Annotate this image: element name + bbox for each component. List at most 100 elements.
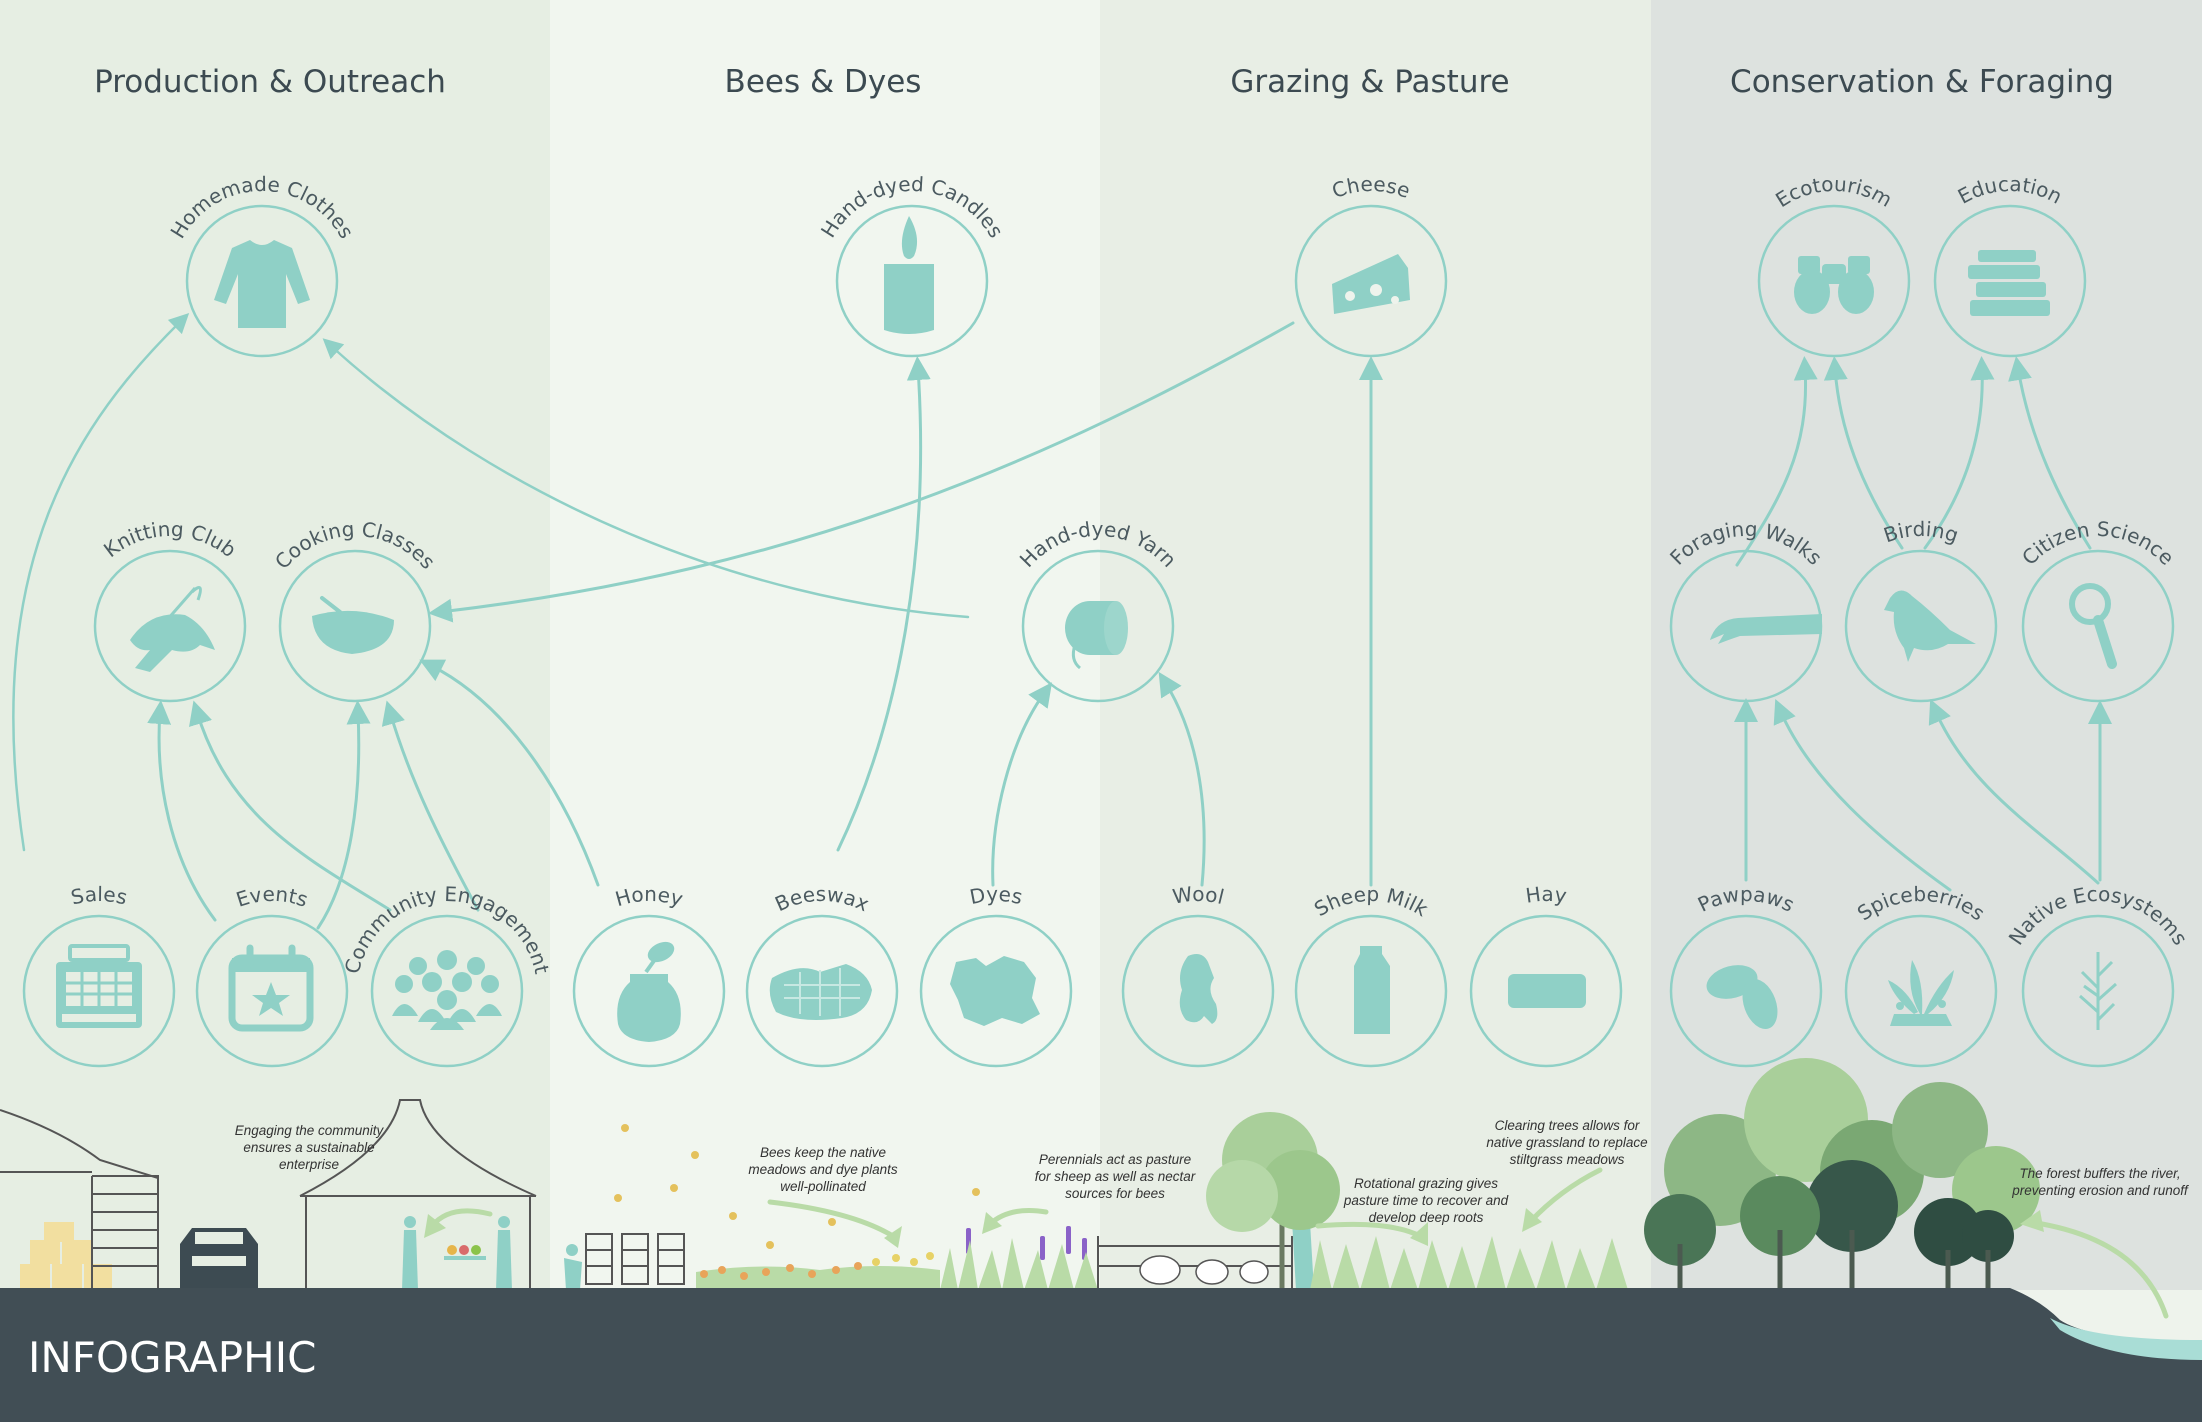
arrow-events-to-knitting-club (147, 700, 217, 922)
wildflower-meadow-illustration (696, 1226, 1087, 1290)
arrow-yarn-to-homemade-clothes (322, 338, 970, 619)
barn-illustration (0, 1109, 159, 1290)
hay-bales-illustration (20, 1222, 112, 1290)
landscape (0, 1058, 2202, 1422)
column-bg-grazing (1100, 0, 1651, 1290)
arrow-community-to-knitting-club (189, 700, 392, 912)
flame-icon (901, 216, 918, 259)
narrative-arrow-heads (424, 1208, 2044, 1248)
arrow-birding-to-education (1923, 356, 1995, 550)
node-label-hay: Hay (1524, 882, 1568, 908)
node-sales: Sales (22, 882, 176, 1068)
fence-illustration (1097, 1236, 1293, 1290)
svg-text:Bees keep the native: Bees keep the native (760, 1145, 886, 1160)
column-title-grazing: Grazing & Pasture (1230, 64, 1509, 100)
arrow-cheese-to-cooking-classes (428, 321, 1295, 623)
bird-icon (1884, 590, 1976, 662)
column-bg-bees (550, 0, 1100, 1290)
arrow-birding-to-ecotourism (1823, 356, 1904, 550)
market-tent-illustration (299, 1099, 537, 1290)
footer-title: INFOGRAPHIC (28, 1333, 316, 1382)
pawpaw-fruit-icon (1706, 965, 1778, 1030)
svg-text:develop deep roots: develop deep roots (1369, 1210, 1484, 1225)
svg-text:native grassland to replace: native grassland to replace (1486, 1135, 1647, 1150)
beeswax-comb-icon (769, 964, 872, 1020)
arrow-community-to-cooking-classes (381, 700, 480, 912)
dye-pigment-icon (950, 956, 1040, 1026)
svg-text:Perennials act as pasture: Perennials act as pasture (1039, 1152, 1191, 1167)
candle-icon (884, 264, 934, 334)
svg-text:Clearing trees allows for: Clearing trees allows for (1495, 1118, 1640, 1133)
svg-text:Engaging the community: Engaging the community (235, 1123, 385, 1138)
beehives-illustration (585, 1233, 685, 1285)
narrative-arrows (429, 1167, 2169, 1319)
spiceberry-plant-icon (1888, 960, 1954, 1026)
svg-text:meadows and dye plants: meadows and dye plants (748, 1162, 898, 1177)
svg-text:pasture time to recover and: pasture time to recover and (1343, 1193, 1509, 1208)
ground (0, 1288, 2202, 1422)
node-dyes: Dyes (919, 882, 1073, 1068)
river-water (2050, 1318, 2202, 1360)
column-title-bees: Bees & Dyes (725, 64, 922, 100)
svg-text:Rotational grazing gives: Rotational grazing gives (1354, 1176, 1498, 1191)
pasture-grass-illustration (940, 1238, 1098, 1290)
magnifying-glass-icon (2069, 583, 2117, 669)
yarn-skein-icon (1065, 601, 1128, 670)
node-pawpaws: Pawpaws (1669, 882, 1823, 1068)
arrow-wool-to-yarn (1158, 671, 1206, 887)
arrow-citizen-science-to-education (2008, 356, 2092, 550)
cash-register-icon (56, 944, 142, 1028)
node-wool: Wool (1121, 882, 1275, 1068)
binoculars-icon (1794, 256, 1874, 314)
caption-forest: The forest buffers the river, preventing… (2011, 1166, 2189, 1198)
caption-perennials: Perennials act as pasture for sheep as w… (1035, 1152, 1196, 1201)
arrow-foraging-walks-to-ecotourism (1735, 356, 1818, 567)
arrow-honey-to-cooking-classes (419, 659, 600, 887)
svg-text:The forest buffers the river,: The forest buffers the river, (2019, 1166, 2180, 1181)
wool-tuft-icon (1179, 954, 1218, 1024)
books-icon (1968, 250, 2050, 316)
bowl-icon (312, 610, 394, 654)
calendar-icon (228, 944, 314, 1032)
caption-clearing: Clearing trees allows for native grassla… (1486, 1118, 1647, 1167)
milk-carton-icon (1354, 946, 1390, 1034)
truck-illustration (180, 1228, 258, 1290)
forest-illustration (1644, 1058, 2040, 1290)
arrow-events-to-cooking-classes (316, 700, 371, 930)
arrow-dyes-to-yarn (991, 682, 1053, 887)
sheep-illustration (1139, 1255, 1269, 1285)
connection-arrows (12, 312, 2112, 930)
star-icon (252, 982, 290, 1016)
caption-grazing: Rotational grazing gives pasture time to… (1343, 1176, 1509, 1225)
node-label-sales: Sales (69, 882, 130, 910)
honey-jar-icon (617, 941, 681, 1042)
grassland-illustration (1310, 1236, 1628, 1290)
caption-community: Engaging the community ensures a sustain… (235, 1123, 385, 1172)
node-label-wool: Wool (1171, 882, 1227, 909)
market-people-illustration (402, 1216, 512, 1290)
arrow-sales-to-homemade-clothes (12, 312, 190, 852)
svg-text:well-pollinated: well-pollinated (780, 1179, 866, 1194)
svg-text:enterprise: enterprise (279, 1157, 339, 1172)
arrow-native-ecosystems-to-birding (1928, 699, 2100, 885)
grazing-trees-illustration (1206, 1112, 1340, 1290)
beekeeper-illustration (564, 1244, 582, 1290)
arrow-beeswax-to-candles (836, 356, 931, 852)
knitting-icon (130, 614, 215, 672)
svg-text:ensures a sustainable: ensures a sustainable (243, 1140, 374, 1155)
column-title-production: Production & Outreach (94, 64, 446, 100)
caption-bees: Bees keep the native meadows and dye pla… (748, 1145, 898, 1194)
native-plant-icon (2079, 952, 2117, 1030)
shirt-icon (214, 240, 310, 328)
bees-illustration (614, 1124, 980, 1249)
node-hay: Hay (1469, 882, 1623, 1068)
hand-reaching-icon (1710, 614, 1822, 644)
group-of-people-icon (392, 950, 502, 1030)
column-bg-production (0, 0, 550, 1290)
svg-text:sources for bees: sources for bees (1065, 1186, 1165, 1201)
svg-text:for sheep as well as nectar: for sheep as well as nectar (1035, 1169, 1196, 1184)
column-title-conservation: Conservation & Foraging (1730, 64, 2114, 100)
node-label-dyes: Dyes (968, 882, 1025, 909)
